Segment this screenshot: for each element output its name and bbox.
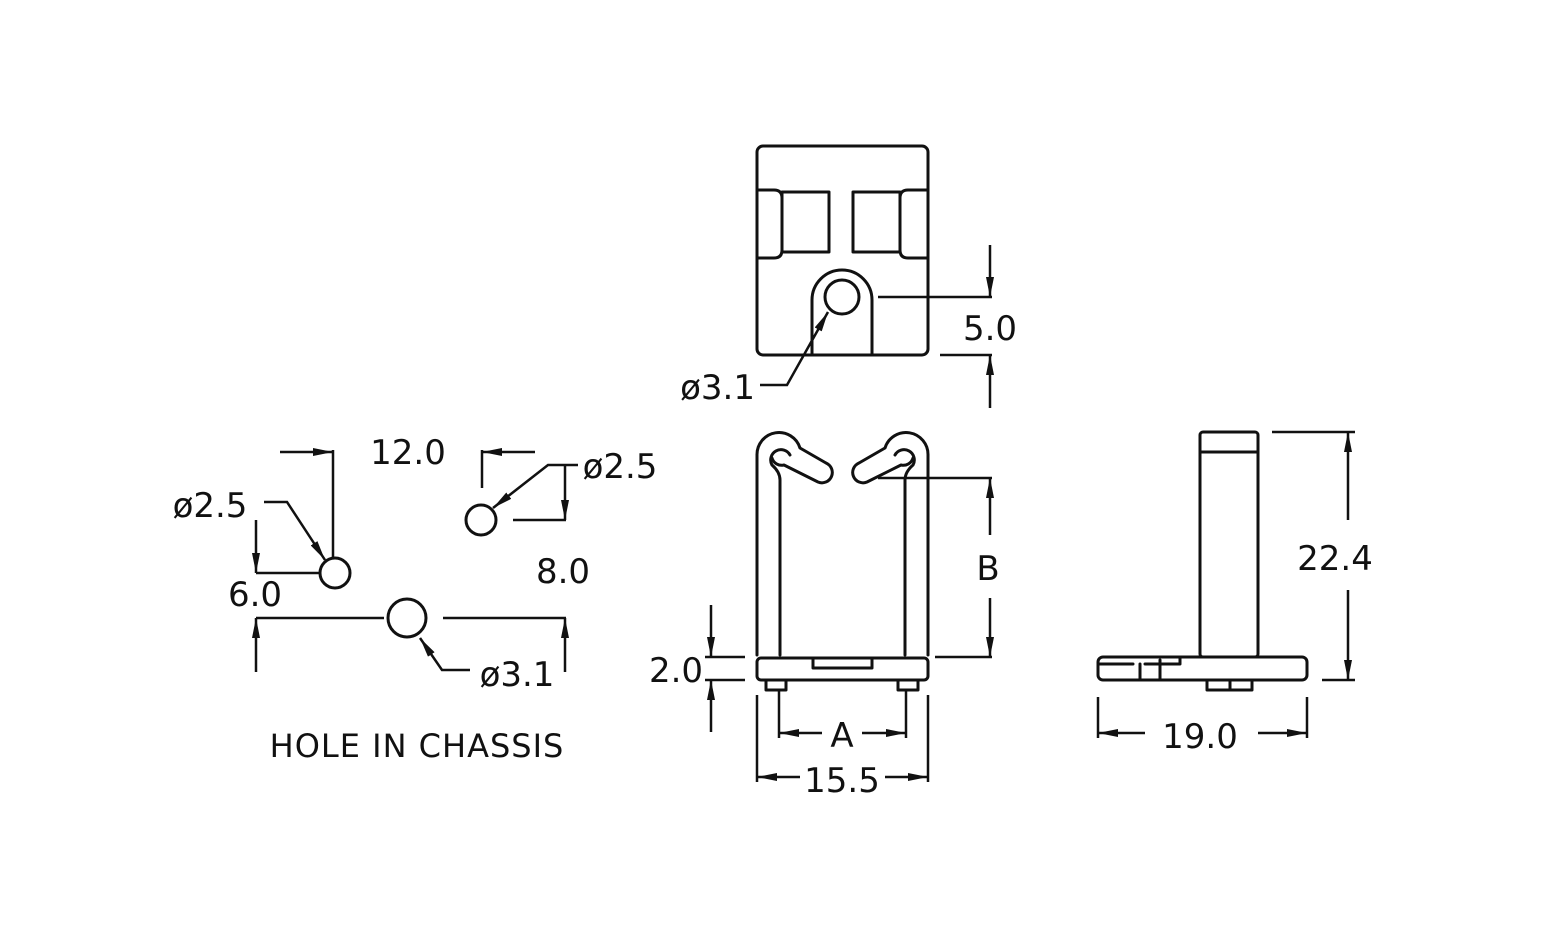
top-hole-dia: ø3.1 <box>680 368 755 408</box>
dim-a: A <box>830 716 853 756</box>
left-hole <box>318 556 352 590</box>
dim-width: 15.5 <box>804 761 880 801</box>
top-view: 5.0 ø3.1 <box>680 144 1017 408</box>
chassis-hole-pattern: 12.0 ø2.5 6.0 8.0 ø2.5 ø3.1 HOLE IN CHAS… <box>173 433 658 765</box>
dim-left-offset: 6.0 <box>228 575 282 615</box>
center-hole <box>386 597 428 639</box>
dim-base: 2.0 <box>649 651 703 691</box>
mounting-hole <box>823 278 861 316</box>
right-hole <box>464 503 498 537</box>
dim-right-offset: 8.0 <box>536 552 590 592</box>
dim-hole-offset: 5.0 <box>963 309 1017 349</box>
front-view: A 15.5 B 2.0 <box>649 431 1000 801</box>
right-hole-dia: ø2.5 <box>583 447 658 487</box>
side-view: 22.4 19.0 <box>1096 430 1373 757</box>
chassis-caption: HOLE IN CHASSIS <box>270 727 565 765</box>
dim-spacing: 12.0 <box>370 433 446 473</box>
dim-b: B <box>976 549 999 589</box>
center-hole-dia: ø3.1 <box>480 655 555 695</box>
left-hole-dia: ø2.5 <box>173 486 248 526</box>
dim-length: 19.0 <box>1162 717 1238 757</box>
dim-height: 22.4 <box>1297 539 1373 579</box>
